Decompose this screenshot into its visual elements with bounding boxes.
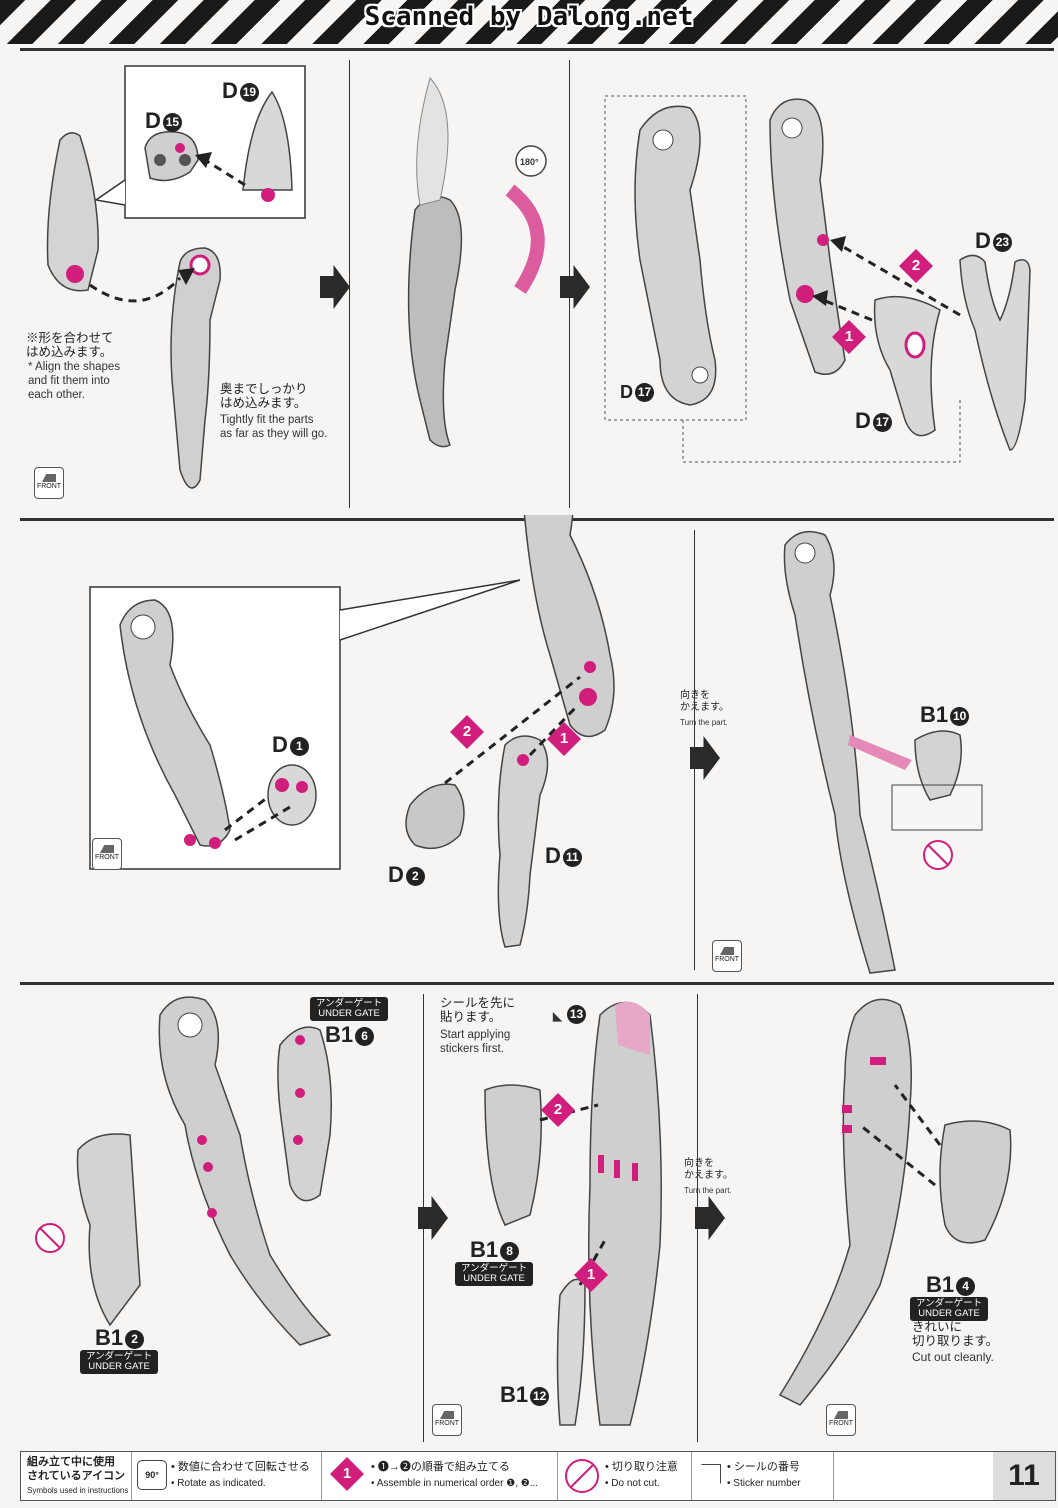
- sticker-jp: • シールの番号: [727, 1461, 800, 1473]
- step-2-marker: 2: [450, 715, 484, 749]
- sticker-en: • Sticker number: [727, 1478, 801, 1489]
- front-icon: FRONT: [712, 940, 742, 972]
- rotate-180-label: 180°: [520, 157, 539, 167]
- turn-note-jp: 向きを かえます。: [684, 1158, 733, 1181]
- sticker-icon: [701, 1464, 721, 1484]
- panel2-illustration: [89, 515, 983, 974]
- hazard-stripe-header: [0, 0, 1058, 44]
- legend-rotate-cell: 90° • 数値に合わせて回転させる • Rotate as indicated…: [131, 1452, 322, 1500]
- sticker-note-jp: シールを先に 貼ります。: [440, 996, 516, 1024]
- step-2-marker: 2: [541, 1093, 575, 1127]
- legend-cut-cell: • 切り取り注意 • Do not cut.: [557, 1452, 692, 1500]
- legend-footer: 組み立て中に使用 されているアイコン Symbols used in instr…: [20, 1451, 1056, 1501]
- turn-note-jp: 向きを かえます。: [680, 690, 729, 713]
- sticker-note-en: Start applying stickers first.: [440, 1029, 511, 1055]
- note-tight-jp: 奥までしっかり はめ込みます。: [220, 382, 308, 410]
- sticker-number-13: ◣ 13: [553, 1005, 587, 1024]
- note-align-en: * Align the shapes and fit them into eac…: [28, 361, 121, 401]
- legend-title-jp: 組み立て中に使用 されているアイコン: [27, 1456, 126, 1482]
- divider-row2: [20, 982, 1054, 985]
- legend-order-cell: 1 • ❶→❷の順番で組み立てる • Assemble in numerical…: [321, 1452, 558, 1500]
- note-tight-en: Tightly fit the parts as far as they wil…: [220, 414, 328, 440]
- sticker-icon: ◣: [553, 1011, 566, 1023]
- note-align-jp: ※形を合わせて はめ込みます。: [26, 331, 114, 359]
- legend-sticker-cell: • シールの番号 • Sticker number: [691, 1452, 834, 1500]
- step-1-marker: 1: [547, 722, 581, 756]
- turn-note-en: Turn the part.: [684, 1186, 732, 1195]
- step-2-marker: 2: [899, 249, 933, 283]
- do-not-cut-icon: [565, 1459, 599, 1493]
- page-number: 11: [993, 1452, 1055, 1500]
- step-1-marker: 1: [574, 1258, 608, 1292]
- panel3-illustration: [35, 996, 1012, 1426]
- panel1-illustration: [46, 65, 1031, 489]
- legend-title-en: Symbols used in instructions: [27, 1486, 129, 1495]
- cut-en: • Do not cut.: [605, 1478, 660, 1489]
- divider-top: [20, 48, 1054, 51]
- order-jp: • ❶→❷の順番で組み立てる: [371, 1461, 510, 1473]
- front-icon: FRONT: [92, 838, 122, 870]
- front-icon: FRONT: [34, 467, 64, 499]
- rotate-icon: 90°: [137, 1460, 167, 1490]
- cut-note-en: Cut out cleanly.: [912, 1350, 994, 1364]
- legend-title-cell: 組み立て中に使用 されているアイコン Symbols used in instr…: [21, 1452, 132, 1500]
- order-icon: 1: [330, 1457, 364, 1491]
- front-icon: FRONT: [826, 1404, 856, 1436]
- order-en: • Assemble in numerical order ❶, ❷...: [371, 1478, 539, 1489]
- cut-note-jp: きれいに 切り取ります。: [912, 1320, 999, 1348]
- step-1-marker: 1: [832, 320, 866, 354]
- front-icon: FRONT: [432, 1404, 462, 1436]
- divider-col1a: [349, 60, 350, 508]
- cut-jp: • 切り取り注意: [605, 1461, 678, 1473]
- turn-note-en: Turn the part.: [680, 718, 728, 727]
- rotate-jp: • 数値に合わせて回転させる: [171, 1461, 310, 1473]
- scan-watermark: Scanned by Dalong.net: [364, 2, 694, 32]
- rotate-en: • Rotate as indicated.: [171, 1478, 266, 1489]
